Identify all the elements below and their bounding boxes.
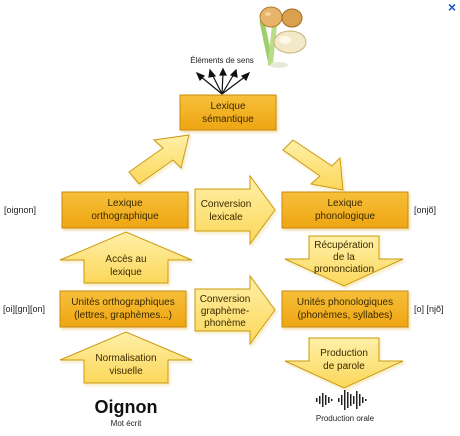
label-onjo: [onjõ] (414, 205, 436, 215)
arrow-ortho-to-semantic (128, 134, 190, 185)
box-unites-phonologiques-line1: Unités phonologiques (297, 297, 393, 308)
box-lexique-semantique-line2: sémantique (202, 114, 254, 125)
label-segments-left: [oi][gn][on] (3, 304, 45, 314)
conversion-lexicale-line1: Conversion (201, 199, 252, 210)
speech-waveform-icon (316, 390, 367, 410)
label-segments-right: [o] [njõ] (414, 304, 444, 314)
box-lexique-orthographique-line2: orthographique (91, 211, 159, 222)
normalisation-line2: visuelle (109, 366, 143, 377)
vegetables-illustration (259, 6, 307, 68)
acces-au-lexique-line2: lexique (110, 267, 142, 278)
label-oignon-bracket: [oignon] (4, 205, 36, 215)
box-unites-orthographiques-line2: (lettres, graphèmes...) (74, 310, 172, 321)
arrow-acces-au-lexique (59, 231, 193, 284)
conversion-gp-line3: phonème (204, 318, 246, 329)
arrow-semantic-to-phono (282, 139, 344, 191)
arrow-conversion-grapheme-phoneme (194, 274, 276, 346)
production-parole-line1: Production (320, 348, 368, 359)
box-lexique-orthographique (61, 191, 189, 229)
arrow-normalisation-visuelle (59, 331, 193, 384)
conversion-lexicale-line2: lexicale (209, 212, 243, 223)
recuperation-line2: de la (333, 252, 355, 263)
recuperation-line1: Récupération (314, 240, 373, 251)
recuperation-line3: prononciation (314, 264, 374, 275)
semantic-elements-label: Éléments de sens (190, 56, 254, 65)
speech-caption: Production orale (316, 414, 375, 423)
arrow-recuperation-prononciation (284, 235, 404, 287)
conversion-gp-line2: graphème- (201, 306, 249, 317)
arrow-production-parole (284, 337, 404, 389)
box-lexique-semantique (179, 94, 277, 131)
normalisation-line1: Normalisation (95, 353, 156, 364)
conversion-gp-line1: Conversion (200, 294, 251, 305)
box-lexique-phonologique-line1: Lexique (327, 198, 362, 209)
production-parole-line2: de parole (323, 361, 365, 372)
box-unites-orthographiques (59, 290, 187, 328)
written-word: Oignon (95, 397, 158, 417)
box-unites-phonologiques-line2: (phonèmes, syllabes) (297, 310, 392, 321)
box-lexique-phonologique-line2: phonologique (315, 211, 375, 222)
box-unites-orthographiques-line1: Unités orthographiques (71, 297, 174, 308)
box-unites-phonologiques (281, 290, 409, 328)
box-lexique-orthographique-line1: Lexique (107, 198, 142, 209)
box-lexique-semantique-line1: Lexique (210, 101, 245, 112)
semantic-arrows (195, 67, 251, 95)
acces-au-lexique-line1: Accès au (105, 254, 146, 265)
close-icon[interactable]: × (448, 0, 456, 15)
written-word-caption: Mot écrit (111, 419, 142, 428)
box-lexique-phonologique (281, 191, 409, 229)
arrow-conversion-lexicale (194, 174, 276, 246)
